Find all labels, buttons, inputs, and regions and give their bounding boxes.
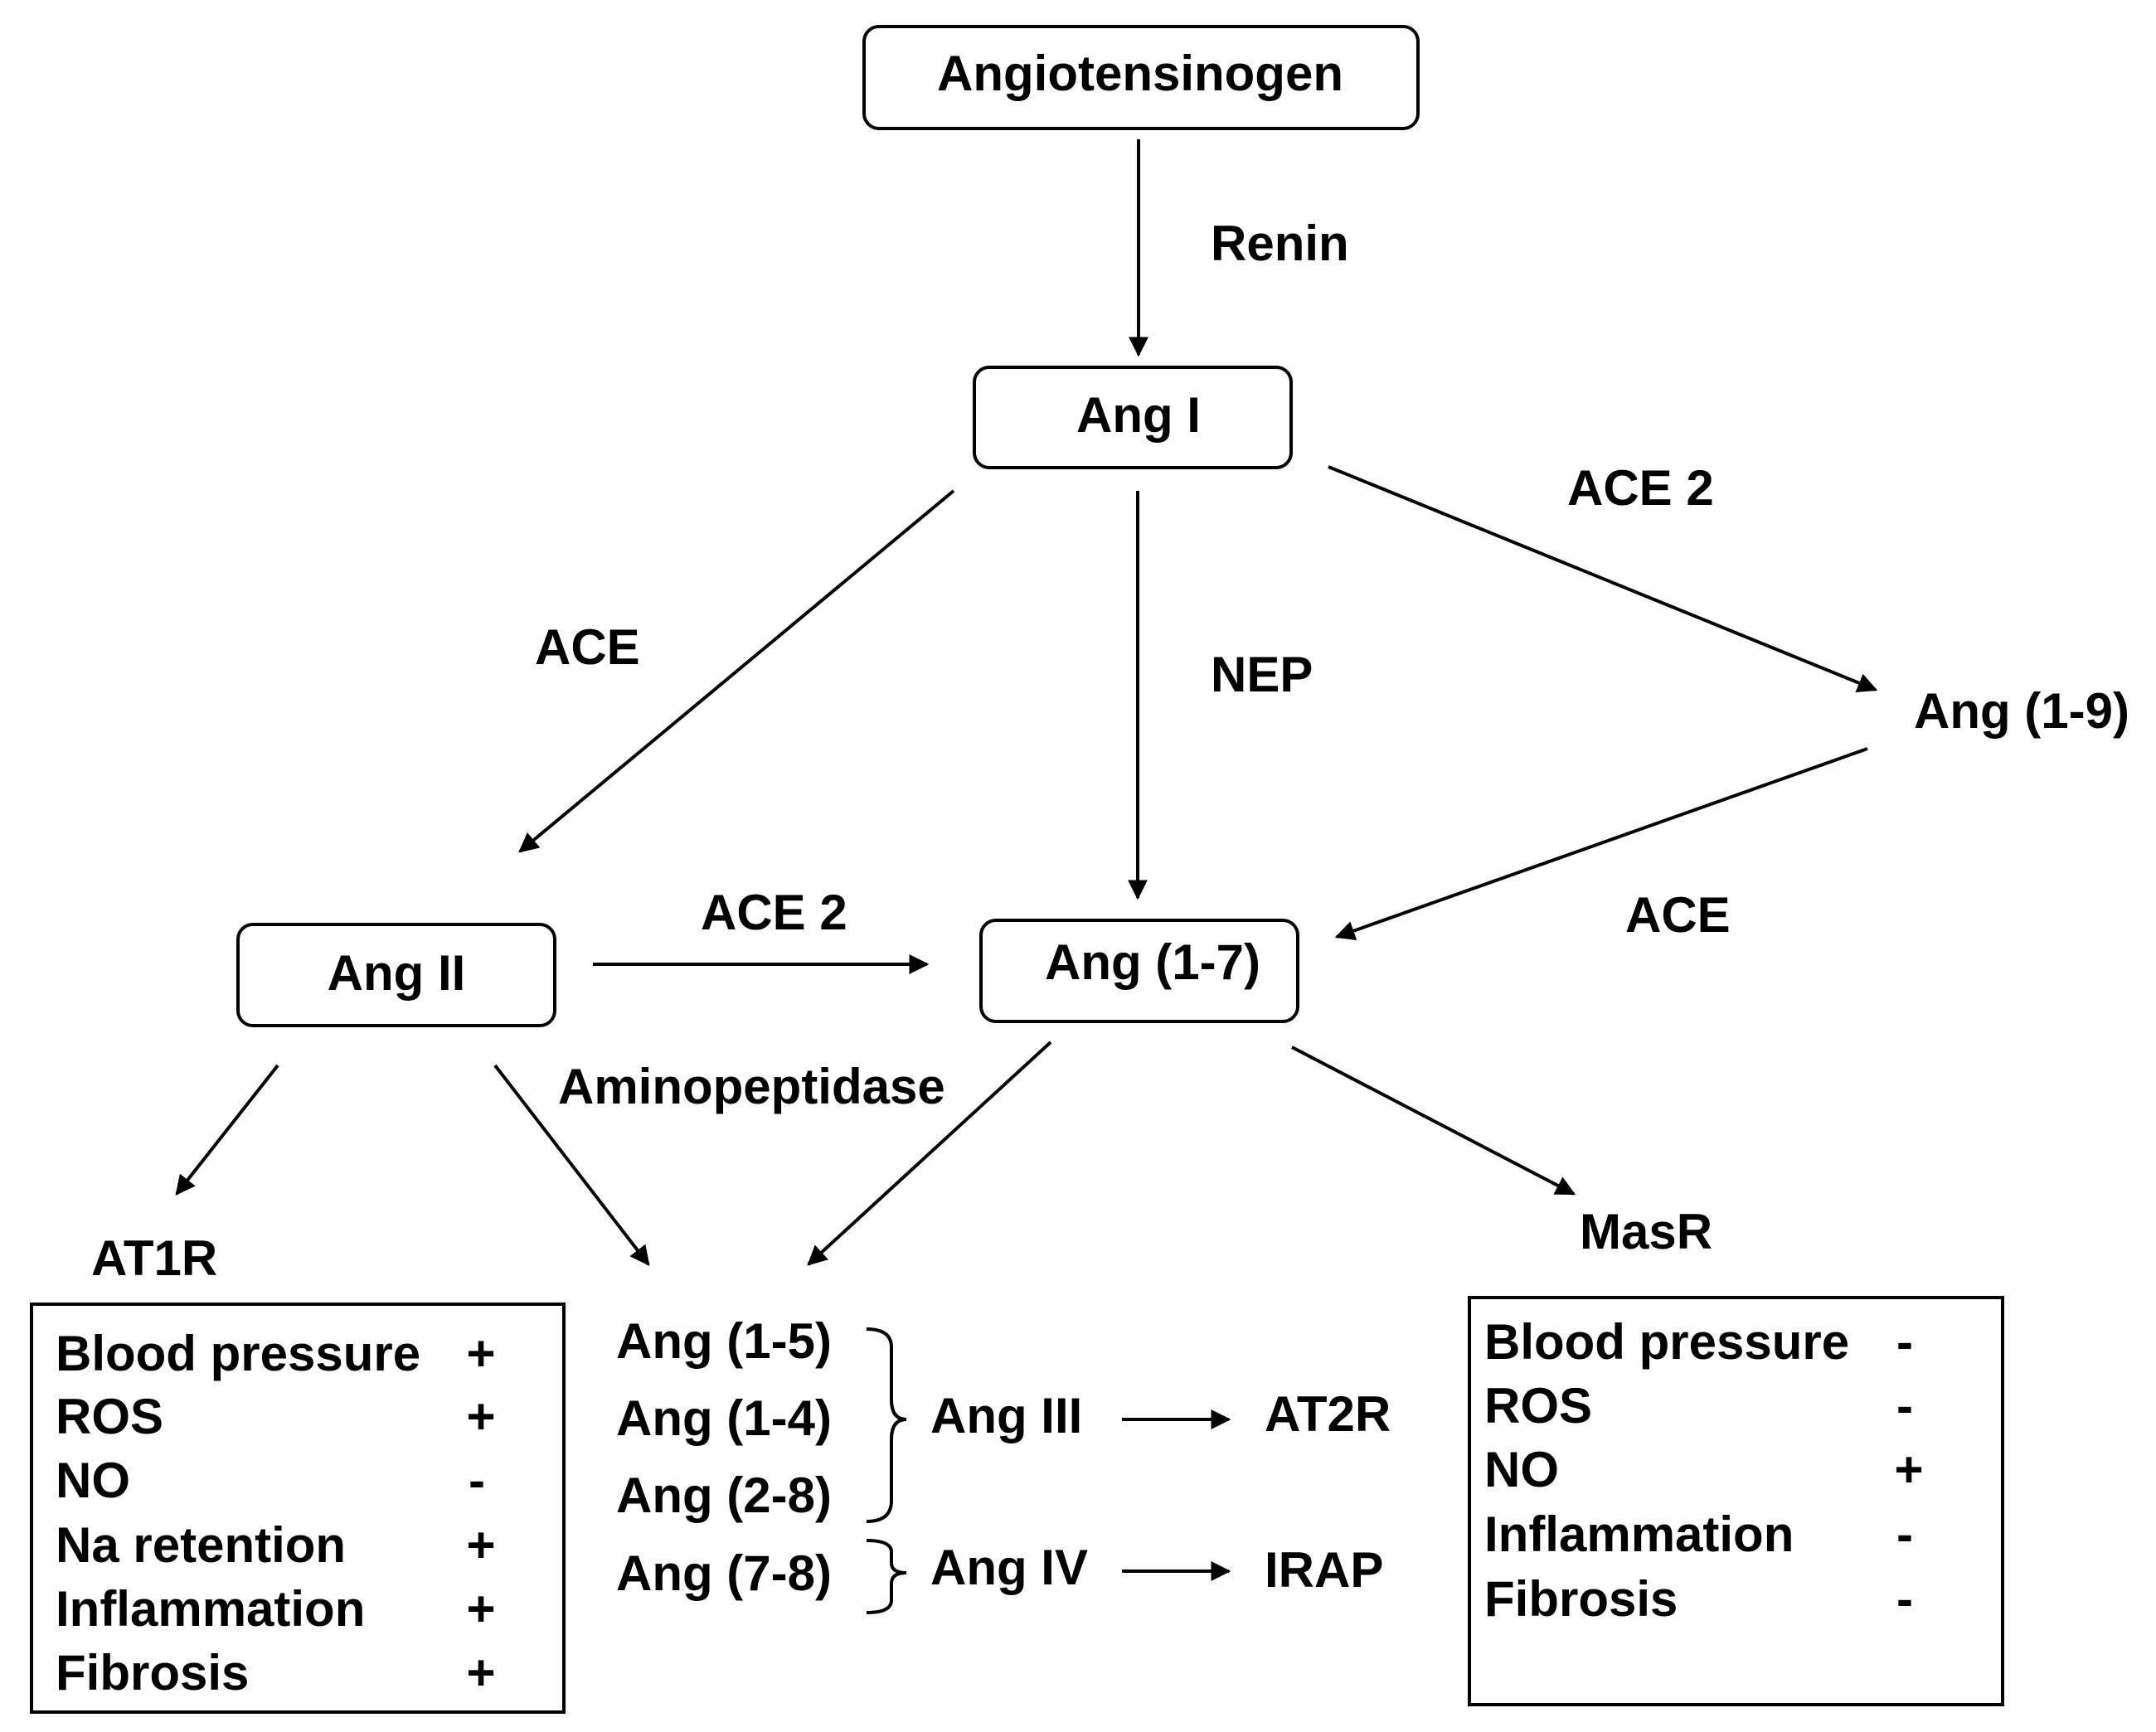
arrow-ang-1-7-to-fragments xyxy=(807,1041,1052,1266)
irap-label: IRAP xyxy=(1265,1542,1383,1598)
effect-sign: - xyxy=(1896,1571,1913,1627)
ang-i-box xyxy=(973,366,1293,469)
effect-label: Blood pressure xyxy=(56,1326,420,1381)
effect-label: Inflammation xyxy=(1484,1506,1794,1562)
angiotensinogen-box xyxy=(862,25,1420,130)
ang-iii-label: Ang III xyxy=(930,1388,1082,1443)
arrow-ang-1-7-to-masr xyxy=(1291,1046,1576,1196)
effect-sign: + xyxy=(466,1517,495,1573)
effect-sign: - xyxy=(1896,1314,1913,1370)
effect-label: Blood pressure xyxy=(1484,1314,1849,1370)
enzyme-aminopeptidase-label: Aminopeptidase xyxy=(558,1059,945,1114)
at1r-effects-list: Blood pressure + ROS + NO - Na retention… xyxy=(56,1326,496,1700)
ang-1-9-label: Ang (1-9) xyxy=(1914,683,2129,739)
brace-ang-iii xyxy=(866,1327,907,1523)
enzyme-nep-label: NEP xyxy=(1211,647,1313,702)
effect-label: Fibrosis xyxy=(56,1645,249,1700)
effect-sign: + xyxy=(466,1326,495,1381)
ang-7-8-label: Ang (7-8) xyxy=(616,1545,832,1601)
effect-sign: + xyxy=(1894,1442,1923,1497)
arrow-ang-i-to-ang-ii xyxy=(518,489,955,853)
effect-label: NO xyxy=(56,1453,130,1508)
masr-effects-list: Blood pressure - ROS - NO + Inflammation… xyxy=(1484,1314,1924,1627)
arrow-ang-1-9-to-ang-1-7 xyxy=(1334,747,1868,941)
enzyme-ace2-top-label: ACE 2 xyxy=(1567,460,1714,516)
at1r-effects-panel xyxy=(30,1303,566,1714)
enzyme-ace-left-label: ACE xyxy=(535,619,640,675)
at1r-label: AT1R xyxy=(91,1230,217,1286)
effect-label: Fibrosis xyxy=(1484,1571,1678,1627)
ang-2-8-label: Ang (2-8) xyxy=(616,1468,832,1523)
ang-ii-label: Ang II xyxy=(328,945,466,1001)
masr-label: MasR xyxy=(1580,1204,1712,1259)
effect-sign: - xyxy=(469,1453,485,1508)
at2r-label: AT2R xyxy=(1265,1386,1391,1442)
brace-ang-iv xyxy=(866,1539,907,1614)
ang-1-7-box xyxy=(979,919,1299,1023)
angiotensinogen-label: Angiotensinogen xyxy=(937,46,1343,101)
arrow-ang-ii-to-at1r xyxy=(175,1064,279,1196)
effect-label: Inflammation xyxy=(56,1581,365,1637)
arrow-ang-i-to-ang-1-9 xyxy=(1328,465,1878,692)
ang-iv-label: Ang IV xyxy=(930,1540,1088,1595)
effect-label: ROS xyxy=(56,1389,163,1444)
effect-label: NO xyxy=(1484,1442,1559,1497)
effect-sign: + xyxy=(466,1581,495,1637)
effect-sign: - xyxy=(1896,1378,1913,1434)
effect-sign: - xyxy=(1896,1506,1913,1562)
effect-label: ROS xyxy=(1484,1378,1592,1434)
effect-label: Na retention xyxy=(56,1517,346,1573)
enzyme-renin-label: Renin xyxy=(1211,216,1349,271)
effect-sign: + xyxy=(466,1645,495,1700)
masr-effects-panel xyxy=(1468,1296,2004,1706)
ang-1-7-label: Ang (1-7) xyxy=(1045,934,1260,990)
arrow-ang-ii-to-fragments xyxy=(493,1064,650,1266)
enzyme-ace2-mid-label: ACE 2 xyxy=(701,885,847,940)
ang-1-4-label: Ang (1-4) xyxy=(616,1390,832,1446)
ang-ii-box xyxy=(236,923,556,1027)
ang-1-5-label: Ang (1-5) xyxy=(616,1313,832,1369)
effect-sign: + xyxy=(466,1389,495,1444)
enzyme-ace-right-label: ACE xyxy=(1625,887,1731,943)
ang-i-label: Ang I xyxy=(1076,387,1201,443)
